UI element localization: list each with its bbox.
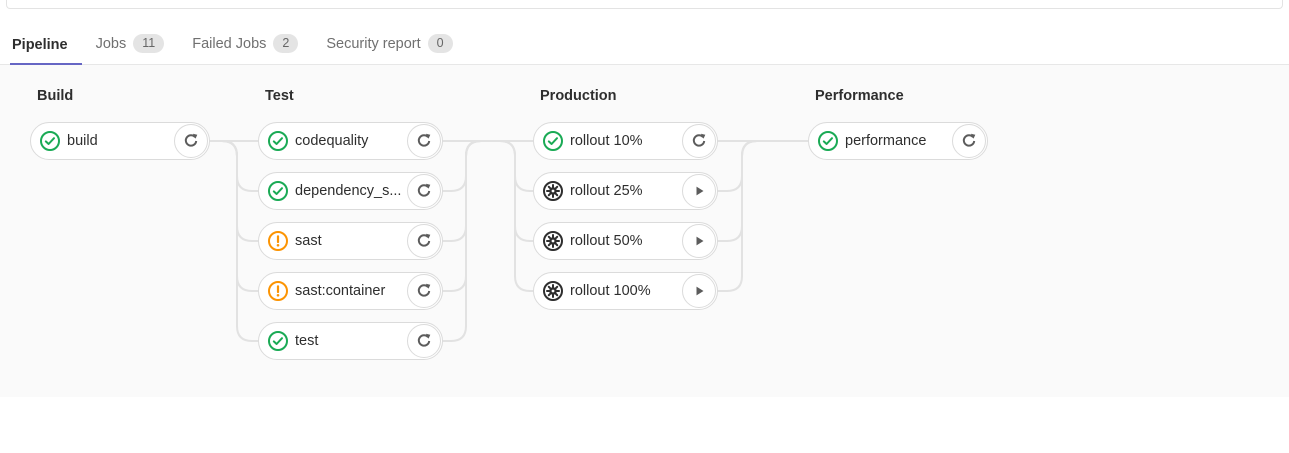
job-pill[interactable]: rollout 100% <box>533 272 718 310</box>
stage-header-performance: Performance <box>815 88 904 104</box>
check-circle-icon <box>817 130 839 152</box>
pipeline-tabs: Pipeline Jobs 11 Failed Jobs 2 Security … <box>0 9 1289 65</box>
retry-icon <box>416 183 432 199</box>
job-pill[interactable]: performance <box>808 122 988 160</box>
job-label: sast <box>295 233 322 249</box>
retry-icon <box>416 233 432 249</box>
retry-button[interactable] <box>407 224 441 258</box>
stage-header-build: Build <box>37 88 74 104</box>
job-label: dependency_s... <box>295 183 402 199</box>
job-pill[interactable]: sast <box>258 222 443 260</box>
tab-security-report[interactable]: Security report 0 <box>312 24 466 65</box>
tab-failed-jobs-label: Failed Jobs <box>192 35 267 52</box>
retry-icon <box>416 333 432 349</box>
stage-header-test: Test <box>265 88 294 104</box>
play-icon <box>691 233 707 249</box>
job-label: rollout 25% <box>570 183 643 199</box>
job-pill[interactable]: rollout 50% <box>533 222 718 260</box>
job-pill[interactable]: build <box>30 122 210 160</box>
tab-failed-jobs[interactable]: Failed Jobs 2 <box>178 24 312 65</box>
job-pill[interactable]: sast:container <box>258 272 443 310</box>
check-circle-icon <box>267 330 289 352</box>
jobs-count-badge: 11 <box>133 34 165 53</box>
retry-button[interactable] <box>407 174 441 208</box>
pipeline-graph: Build build Test codequality dependency_s...… <box>0 65 1289 397</box>
job-pill[interactable]: rollout 10% <box>533 122 718 160</box>
job-label: test <box>295 333 319 349</box>
stage-header-production: Production <box>540 88 617 104</box>
tab-security-report-label: Security report <box>326 35 421 52</box>
gear-circle-icon <box>542 280 564 302</box>
play-button[interactable] <box>682 224 716 258</box>
job-label: rollout 10% <box>570 133 643 149</box>
retry-button[interactable] <box>952 124 986 158</box>
retry-icon <box>416 133 432 149</box>
job-pill[interactable]: dependency_s... <box>258 172 443 210</box>
job-label: rollout 50% <box>570 233 643 249</box>
play-button[interactable] <box>682 274 716 308</box>
job-label: codequality <box>295 133 369 149</box>
tab-jobs[interactable]: Jobs 11 <box>82 24 179 65</box>
job-label: performance <box>845 133 927 149</box>
retry-button[interactable] <box>174 124 208 158</box>
retry-icon <box>416 283 432 299</box>
retry-icon <box>691 133 707 149</box>
play-icon <box>691 283 707 299</box>
play-button[interactable] <box>682 174 716 208</box>
retry-icon <box>183 133 199 149</box>
failed-jobs-count-badge: 2 <box>273 34 299 53</box>
pipeline-connector-lines <box>210 140 808 342</box>
check-circle-icon <box>267 130 289 152</box>
tab-pipeline[interactable]: Pipeline <box>10 27 82 65</box>
tab-pipeline-label: Pipeline <box>12 37 68 53</box>
job-label: build <box>67 133 98 149</box>
tab-jobs-label: Jobs <box>95 35 127 52</box>
panel-bottom-edge <box>6 0 1283 9</box>
check-circle-icon <box>39 130 61 152</box>
gear-circle-icon <box>542 230 564 252</box>
retry-button[interactable] <box>407 124 441 158</box>
play-icon <box>691 183 707 199</box>
retry-button[interactable] <box>407 274 441 308</box>
check-circle-icon <box>542 130 564 152</box>
job-pill[interactable]: codequality <box>258 122 443 160</box>
gear-circle-icon <box>542 180 564 202</box>
warning-circle-icon <box>267 230 289 252</box>
job-label: sast:container <box>295 283 386 299</box>
warning-circle-icon <box>267 280 289 302</box>
check-circle-icon <box>267 180 289 202</box>
security-report-count-badge: 0 <box>427 34 453 53</box>
retry-button[interactable] <box>682 124 716 158</box>
job-pill[interactable]: rollout 25% <box>533 172 718 210</box>
job-pill[interactable]: test <box>258 322 443 360</box>
retry-button[interactable] <box>407 324 441 358</box>
retry-icon <box>961 133 977 149</box>
job-label: rollout 100% <box>570 283 651 299</box>
